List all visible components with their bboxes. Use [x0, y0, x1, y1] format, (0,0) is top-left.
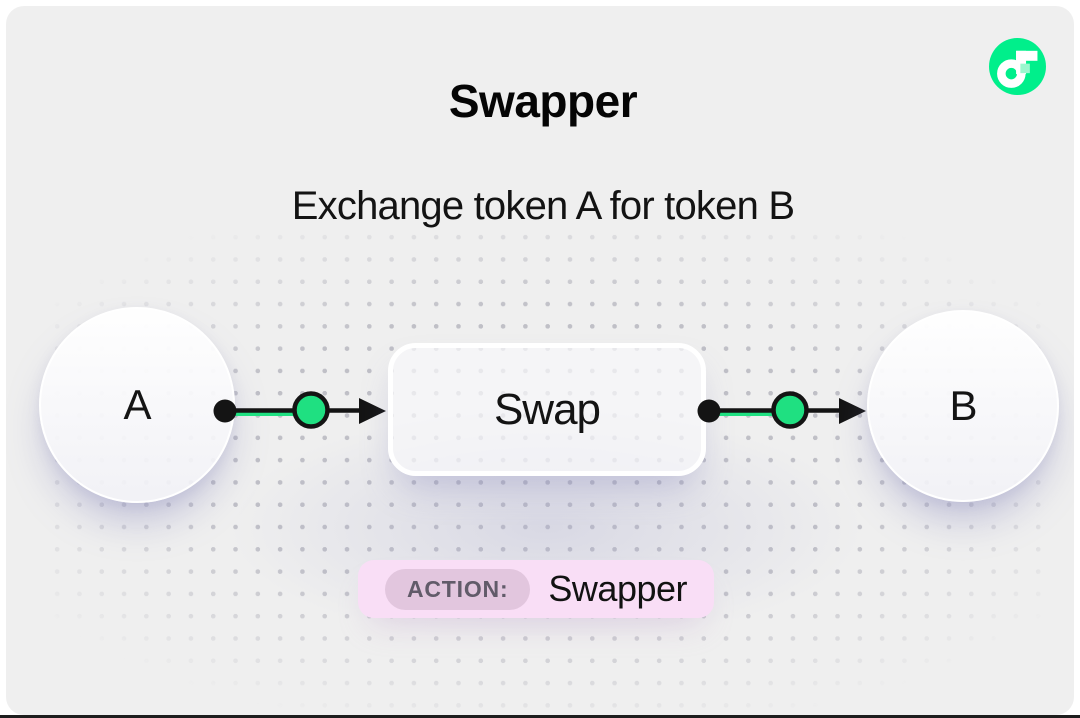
token-node-target-label: B [949, 382, 977, 429]
connector-green-node [292, 391, 330, 429]
flow-logo-icon [989, 38, 1046, 95]
action-badge-label: ACTION: [384, 568, 531, 610]
card-panel: Swapper Exchange token A for token B A S… [6, 6, 1074, 715]
connector-dot [213, 399, 237, 423]
swap-action-node: Swap [388, 343, 706, 476]
connector-arrow-left [213, 391, 386, 429]
arrowhead-icon [359, 398, 386, 424]
connector-dot [697, 399, 721, 423]
connector-arrow-right [697, 391, 866, 429]
token-node-source-label: A [123, 381, 151, 428]
token-node-source: A [39, 307, 235, 503]
token-node-target: B [867, 310, 1059, 502]
swap-action-label: Swap [493, 384, 601, 434]
bottom-edge-line [0, 715, 1080, 718]
arrowhead-icon [839, 398, 866, 424]
action-badge: ACTION: Swapper [358, 560, 714, 618]
connector-green-node [771, 391, 809, 429]
page-subtitle: Exchange token A for token B [291, 184, 795, 228]
action-badge-value: Swapper [548, 568, 687, 609]
page-title: Swapper [448, 75, 638, 127]
